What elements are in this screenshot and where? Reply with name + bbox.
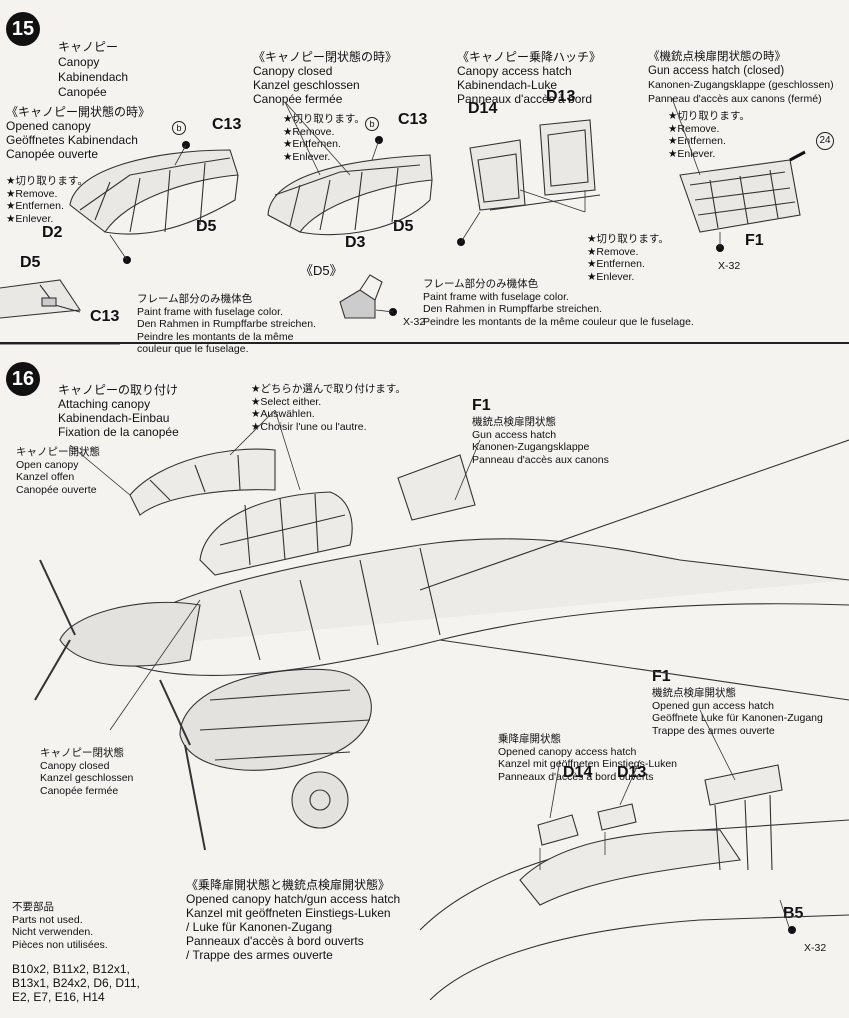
gun-hatch-part-icon — [679, 150, 806, 233]
part-24-marker: 24 — [816, 132, 834, 150]
part-d14-step16: D14 — [563, 764, 593, 781]
remove-note-4: ★切り取ります。★Remove.★Entfernen.★Enlever. — [587, 233, 669, 283]
remove-note-1: ★切り取ります。★Remove.★Entfernen.★Enlever. — [6, 175, 88, 225]
aircraft-drawing-icon — [34, 439, 849, 1000]
closed-canopy-piece-icon — [199, 491, 353, 576]
part-d3: D3 — [345, 234, 366, 251]
closed-canopy-part-icon — [267, 154, 433, 236]
step-16-number: 16 — [6, 362, 40, 396]
d5-box-label: 《D5》 — [300, 263, 343, 278]
part-c13-detail: C13 — [90, 308, 120, 325]
part-d13-step16: D13 — [617, 764, 647, 781]
part-c13-a: C13 — [212, 116, 242, 133]
part-b-marker-b: b — [365, 117, 379, 131]
part-x32-b: X-32 — [403, 316, 426, 328]
part-d5-b: D5 — [393, 218, 414, 235]
part-d2: D2 — [42, 224, 63, 241]
gun-hatch-piece-icon — [397, 454, 476, 521]
gun-access-hatch-closed-label: 《機銃点検扉閉状態の時》Gun access hatch (closed)Kan… — [648, 51, 834, 105]
select-either-note: ★どちらか選んで取り付けます。★Select either.★Auswählen… — [251, 383, 406, 433]
part-x32-c: X-32 — [804, 942, 827, 954]
both-hatches-open-label: 《乗降扉開状態と機銃点検扉開状態》Opened canopy hatch/gun… — [186, 878, 401, 962]
remove-note-2: ★切り取ります。★Remove.★Entfernen.★Enlever. — [283, 113, 365, 163]
part-f1: F1 — [745, 232, 764, 249]
step15-drawings — [0, 97, 849, 345]
part-d14: D14 — [468, 100, 498, 117]
part-d5-detail: D5 — [20, 254, 41, 271]
opened-canopy-part-icon — [69, 149, 239, 235]
part-b-marker-a: b — [172, 121, 186, 135]
part-x32-a: X-32 — [718, 260, 741, 272]
open-canopy-piece-icon — [129, 448, 276, 516]
part-d5-a: D5 — [196, 218, 217, 235]
d5-part-icon — [339, 274, 383, 319]
step-15-number: 15 — [6, 12, 40, 46]
part-d13: D13 — [546, 88, 576, 105]
access-hatch-parts-icon — [469, 119, 601, 211]
remove-note-3: ★切り取ります。★Remove.★Entfernen.★Enlever. — [668, 110, 750, 160]
part-c13-b: C13 — [398, 111, 428, 128]
d5-detail-icon — [0, 279, 120, 345]
